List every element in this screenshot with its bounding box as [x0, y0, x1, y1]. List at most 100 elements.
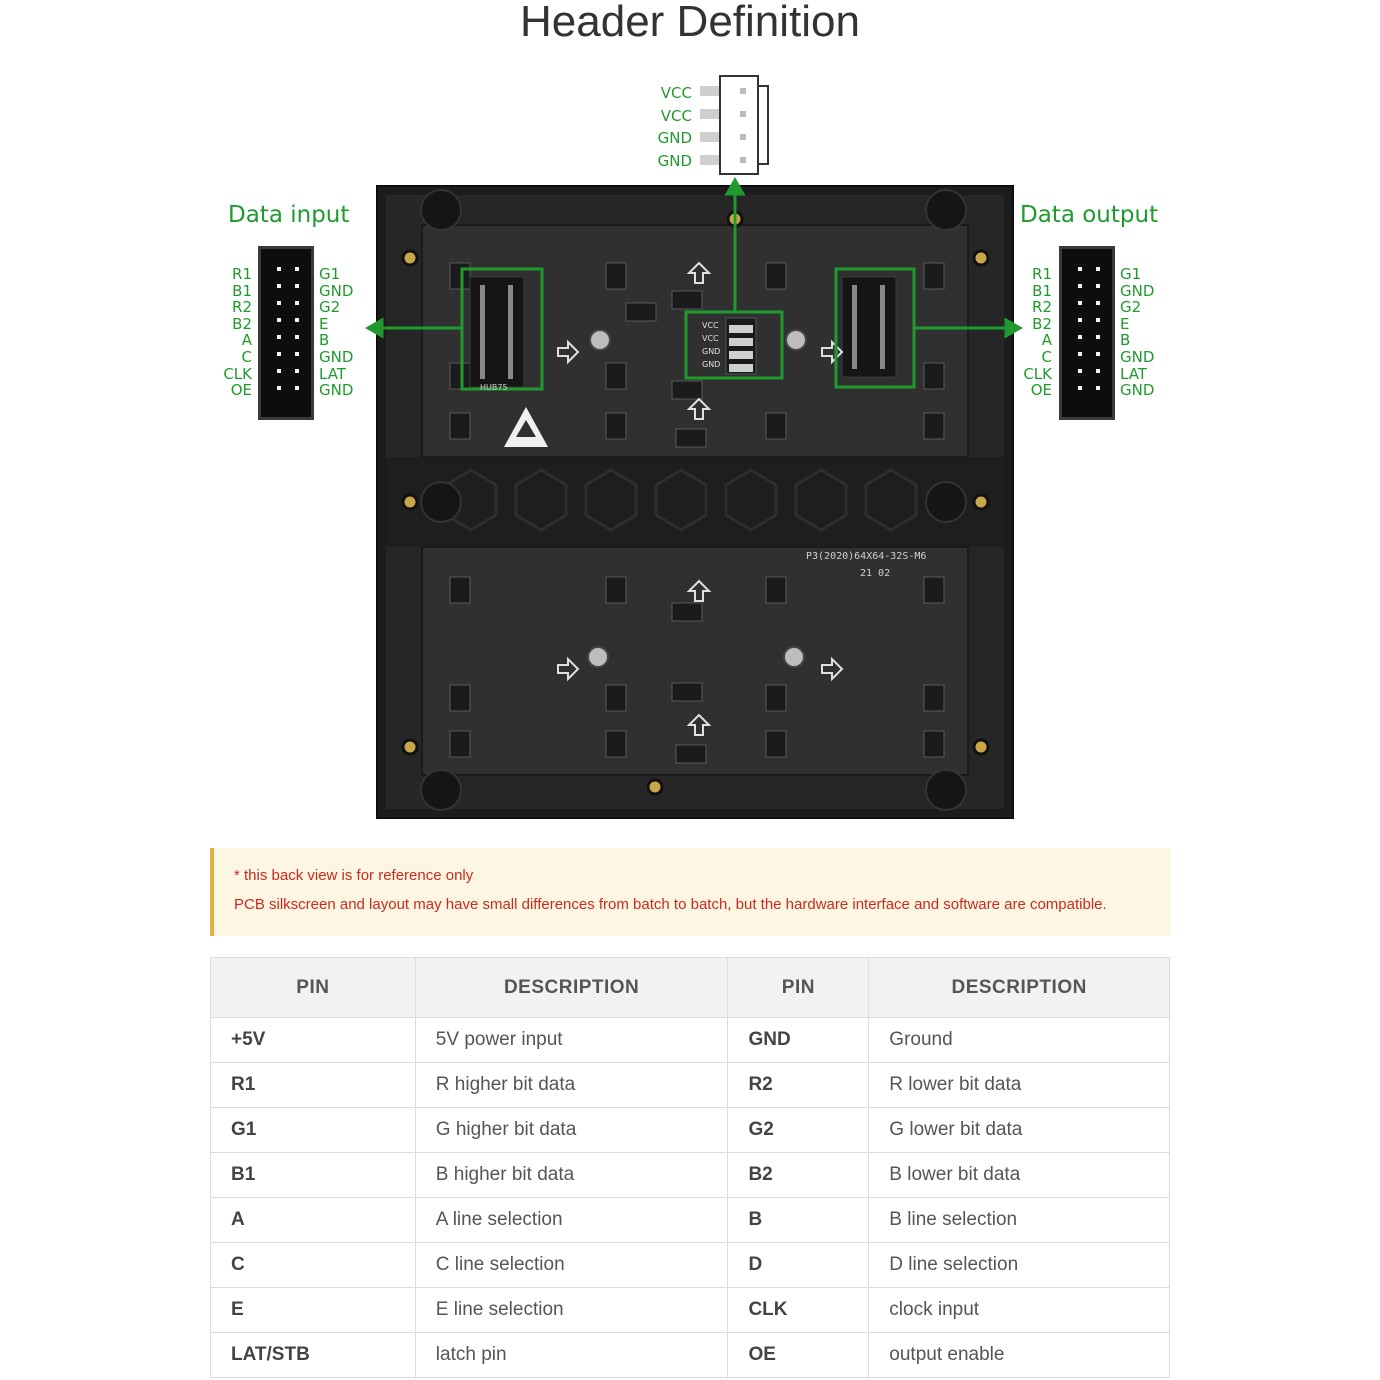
pin-cell: B — [727, 1197, 870, 1243]
pin-label: GND — [319, 381, 354, 400]
pin-cell: GND — [727, 1017, 870, 1063]
board-power-pin-label: GND — [702, 360, 721, 369]
pin-cell: R2 — [727, 1062, 870, 1108]
board-power-pin-label: VCC — [702, 321, 719, 330]
table-header-row: PIN DESCRIPTION PIN DESCRIPTION — [210, 957, 1170, 1018]
description-cell: R lower bit data — [868, 1062, 1170, 1108]
data-output-connector — [1059, 246, 1115, 420]
board-power-pin-label: GND — [702, 347, 721, 356]
page-title: Header Definition — [520, 0, 860, 46]
board-drawing — [374, 183, 1016, 821]
pin-label: C — [241, 347, 252, 366]
pin-label: R2 — [232, 298, 252, 317]
data-input-right-pins: G1 GND G2 E B GND LAT GND — [319, 266, 363, 399]
pin-label: A — [1041, 331, 1052, 350]
pin-cell: CLK — [727, 1287, 870, 1333]
pin-cell: E — [210, 1287, 416, 1333]
description-cell: 5V power input — [414, 1017, 729, 1063]
pin-label: GND — [1120, 281, 1155, 300]
pin-label: A — [241, 331, 252, 350]
description-cell: latch pin — [414, 1332, 729, 1378]
pin-cell: G2 — [727, 1107, 870, 1153]
pin-cell: LAT/STB — [210, 1332, 416, 1378]
table-row: C C line selection D D line selection — [210, 1242, 1170, 1288]
description-cell: clock input — [868, 1287, 1170, 1333]
reference-note: * this back view is for reference only P… — [210, 848, 1170, 936]
pin-label: GND — [319, 347, 354, 366]
board-date-code: 21 02 — [860, 568, 891, 579]
column-header: DESCRIPTION — [414, 957, 729, 1018]
pin-label: B2 — [232, 314, 252, 333]
pin-label: GND — [319, 281, 354, 300]
connector-arrows — [364, 176, 1024, 339]
table-row: R1 R higher bit data R2 R lower bit data — [210, 1062, 1170, 1108]
board-power-pins: VCC VCC GND GND — [702, 319, 720, 371]
data-input-connector — [258, 246, 314, 420]
description-cell: G lower bit data — [868, 1107, 1170, 1153]
pin-cell: D — [727, 1242, 870, 1288]
column-header: PIN — [727, 957, 870, 1018]
description-cell: G higher bit data — [414, 1107, 729, 1153]
column-header: DESCRIPTION — [868, 957, 1170, 1018]
pin-label: R1 — [1032, 265, 1052, 283]
pin-label: GND — [1120, 381, 1155, 400]
pin-label: G2 — [319, 298, 341, 317]
description-cell: B lower bit data — [868, 1152, 1170, 1198]
pin-label: GND — [1120, 347, 1155, 366]
pin-cell: +5V — [210, 1017, 416, 1063]
table-row: +5V 5V power input GND Ground — [210, 1017, 1170, 1063]
data-output-right-pins: G1 GND G2 E B GND LAT GND — [1120, 266, 1164, 399]
description-cell: Ground — [868, 1017, 1170, 1063]
pin-cell: R1 — [210, 1062, 416, 1108]
led-panel-board: P3(2020)64X64-32S-M6 21 02 HUB75 VCC VCC… — [374, 183, 1016, 821]
table-row: E E line selection CLK clock input — [210, 1287, 1170, 1333]
pin-label: LAT — [1120, 364, 1147, 383]
table-row: LAT/STB latch pin OE output enable — [210, 1332, 1170, 1378]
table-row: G1 G higher bit data G2 G lower bit data — [210, 1107, 1170, 1153]
pin-cell: C — [210, 1242, 416, 1288]
pin-cell: G1 — [210, 1107, 416, 1153]
pin-cell: A — [210, 1197, 416, 1243]
board-hub-label: HUB75 — [480, 383, 508, 392]
pin-label: OE — [230, 381, 252, 400]
pin-label: E — [1120, 314, 1130, 333]
pin-label: B — [319, 331, 330, 350]
description-cell: output enable — [868, 1332, 1170, 1378]
power-pin-label: VCC — [660, 84, 692, 102]
column-header: PIN — [210, 957, 416, 1018]
pin-label: CLK — [1023, 364, 1052, 383]
pin-label: G2 — [1120, 298, 1142, 317]
pin-cell: B1 — [210, 1152, 416, 1198]
pin-label: B — [1120, 331, 1131, 350]
pin-label: LAT — [319, 364, 346, 383]
description-cell: R higher bit data — [414, 1062, 729, 1108]
data-input-label: Data input — [228, 202, 350, 228]
pin-label: OE — [1030, 381, 1052, 400]
data-output-label: Data output — [1020, 202, 1159, 228]
pin-cell: B2 — [727, 1152, 870, 1198]
pin-label: R1 — [232, 265, 252, 283]
power-connector-labels: VCC VCC GND GND — [640, 82, 692, 173]
data-output-left-pins: R1 B1 R2 B2 A C CLK OE — [1014, 266, 1052, 399]
table-row: B1 B higher bit data B2 B lower bit data — [210, 1152, 1170, 1198]
description-cell: E line selection — [414, 1287, 729, 1333]
table-row: A A line selection B B line selection — [210, 1197, 1170, 1243]
note-line-2: PCB silkscreen and layout may have small… — [234, 896, 1107, 913]
pin-label: R2 — [1032, 298, 1052, 317]
pin-label: C — [1041, 347, 1052, 366]
pin-label: B1 — [1032, 281, 1052, 300]
pin-label: B1 — [232, 281, 252, 300]
pin-cell: OE — [727, 1332, 870, 1378]
power-pin-label: GND — [657, 129, 692, 148]
pin-label: CLK — [223, 364, 252, 383]
power-pin-label: VCC — [660, 106, 692, 125]
board-power-pin-label: VCC — [702, 334, 719, 343]
pin-label: B2 — [1032, 314, 1052, 333]
description-cell: D line selection — [868, 1242, 1170, 1288]
pin-label: G1 — [1120, 265, 1142, 283]
pin-table: PIN DESCRIPTION PIN DESCRIPTION +5V 5V p… — [210, 957, 1170, 1378]
power-pin-label: GND — [657, 152, 692, 171]
data-input-left-pins: R1 B1 R2 B2 A C CLK OE — [214, 266, 252, 399]
pin-label: G1 — [319, 265, 341, 283]
power-connector-drawing — [700, 75, 769, 175]
